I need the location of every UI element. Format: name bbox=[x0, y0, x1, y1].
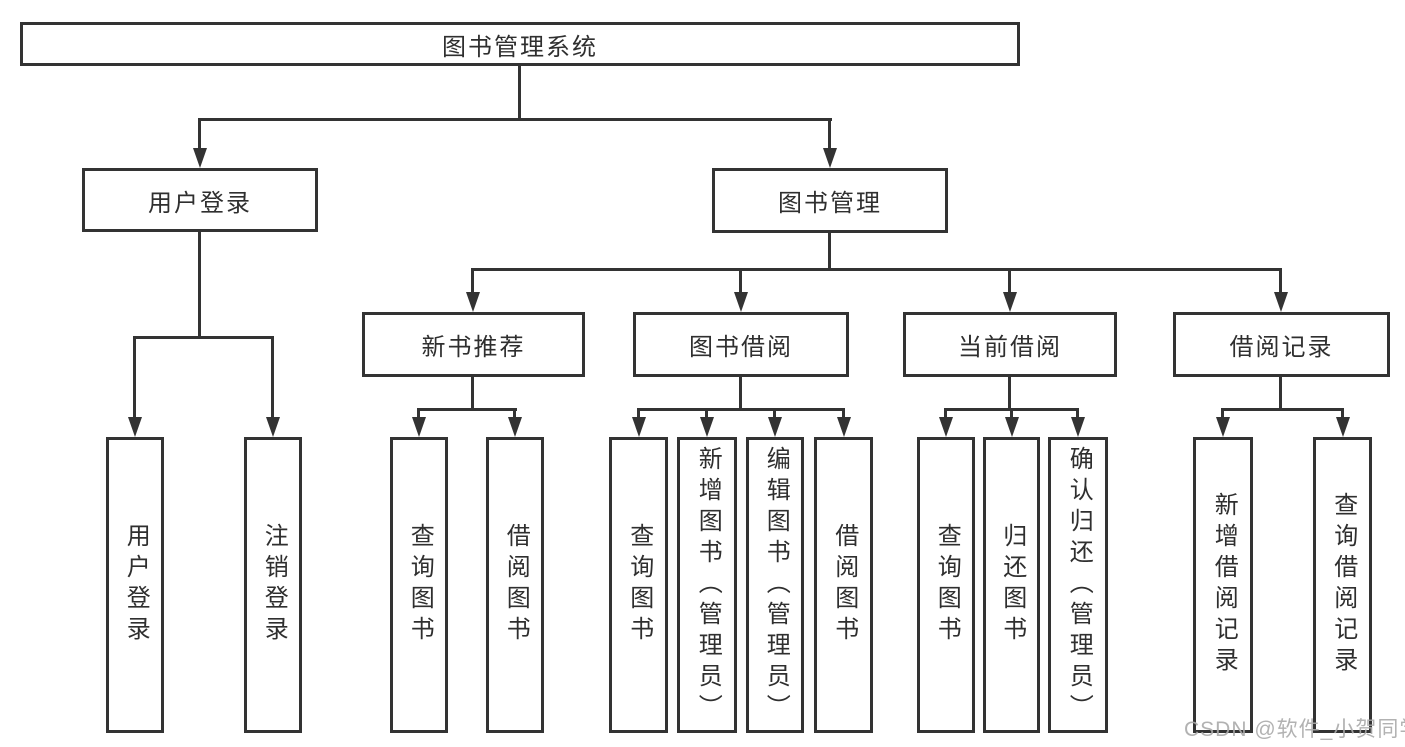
connector-drop-user-login bbox=[198, 118, 201, 150]
connector-drop-leaf bbox=[417, 408, 420, 420]
node-book-borrowing: 图书借阅 bbox=[633, 312, 849, 377]
connector-current-stub bbox=[1008, 375, 1011, 410]
leaf-confirm-return-admin: 确认归还（管理员） bbox=[1048, 437, 1108, 733]
node-book-management: 图书管理 bbox=[712, 168, 948, 233]
leaf-label: 确认归还（管理员） bbox=[1065, 445, 1093, 725]
connector-drop-leaf bbox=[1076, 408, 1079, 420]
leaf-label: 借阅图书 bbox=[830, 523, 858, 647]
leaf-add-borrow-record: 新增借阅记录 bbox=[1193, 437, 1253, 733]
leaf-add-books-admin: 新增图书（管理员） bbox=[677, 437, 737, 733]
connector-drop-leaf bbox=[773, 408, 776, 420]
leaf-logout: 注销登录 bbox=[244, 437, 302, 733]
arrow-down-icon bbox=[1274, 292, 1288, 312]
leaf-label: 查询图书 bbox=[406, 523, 434, 647]
node-label: 图书管理 bbox=[778, 190, 882, 217]
leaf-edit-books-admin: 编辑图书（管理员） bbox=[746, 437, 804, 733]
arrow-down-icon bbox=[1071, 417, 1085, 437]
node-label: 新书推荐 bbox=[421, 334, 526, 361]
leaf-query-books-recommend: 查询图书 bbox=[390, 437, 448, 733]
arrow-down-icon bbox=[508, 417, 522, 437]
connector-drop-leaf bbox=[1221, 408, 1224, 420]
arrow-down-icon bbox=[823, 148, 837, 168]
connector-drop-book-management bbox=[828, 118, 831, 150]
connector-drop-leaf bbox=[944, 408, 947, 420]
leaf-query-books-current: 查询图书 bbox=[917, 437, 975, 733]
leaf-label: 归还图书 bbox=[998, 523, 1026, 647]
leaf-label: 查询图书 bbox=[625, 523, 653, 647]
leaf-label: 新增借阅记录 bbox=[1210, 492, 1238, 678]
connector-drop-leaf bbox=[842, 408, 845, 420]
connector-recommend-bus bbox=[418, 408, 517, 411]
connector-borrowing-bus bbox=[637, 408, 845, 411]
leaf-return-books: 归还图书 bbox=[983, 437, 1040, 733]
connector-drop-level3 bbox=[1008, 268, 1011, 296]
leaf-label: 查询借阅记录 bbox=[1329, 492, 1357, 678]
connector-user-login-bus bbox=[134, 336, 274, 339]
connector-recommend-stub bbox=[471, 375, 474, 410]
node-root-library-management-system: 图书管理系统 bbox=[20, 22, 1020, 66]
connector-drop-level3 bbox=[1279, 268, 1282, 296]
node-user-login: 用户登录 bbox=[82, 168, 318, 232]
leaf-label: 新增图书（管理员） bbox=[694, 445, 722, 725]
node-current-borrowing: 当前借阅 bbox=[903, 312, 1117, 377]
node-label: 用户登录 bbox=[148, 189, 252, 217]
arrow-down-icon bbox=[412, 417, 426, 437]
node-label: 借阅记录 bbox=[1229, 334, 1334, 361]
arrow-down-icon bbox=[128, 417, 142, 437]
arrow-down-icon bbox=[266, 417, 280, 437]
arrow-down-icon bbox=[1336, 417, 1350, 437]
arrow-down-icon bbox=[466, 292, 480, 312]
leaf-query-borrow-record: 查询借阅记录 bbox=[1313, 437, 1372, 733]
arrow-down-icon bbox=[1003, 292, 1017, 312]
connector-drop-leaf bbox=[271, 336, 274, 420]
arrow-down-icon bbox=[768, 417, 782, 437]
node-borrowing-records: 借阅记录 bbox=[1173, 312, 1390, 377]
arrow-down-icon bbox=[700, 417, 714, 437]
connector-drop-leaf bbox=[133, 336, 136, 420]
node-label: 图书借阅 bbox=[689, 334, 793, 361]
connector-drop-leaf bbox=[1010, 408, 1013, 420]
leaf-label: 借阅图书 bbox=[502, 523, 530, 647]
leaf-label: 注销登录 bbox=[260, 523, 288, 647]
connector-drop-leaf bbox=[637, 408, 640, 420]
connector-level3-bus bbox=[472, 268, 1282, 271]
connector-user-login-stub bbox=[198, 229, 201, 339]
node-label: 图书管理系统 bbox=[442, 33, 598, 61]
connector-drop-leaf bbox=[1341, 408, 1344, 420]
leaf-borrow-books-borrowing: 借阅图书 bbox=[814, 437, 873, 733]
leaf-label: 编辑图书（管理员） bbox=[762, 445, 790, 725]
connector-drop-leaf bbox=[513, 408, 516, 420]
leaf-label: 查询图书 bbox=[933, 523, 961, 647]
connector-level2-bus bbox=[198, 118, 832, 121]
arrow-down-icon bbox=[1005, 417, 1019, 437]
connector-records-bus bbox=[1222, 408, 1344, 411]
arrow-down-icon bbox=[1216, 417, 1230, 437]
connector-borrowing-stub bbox=[739, 375, 742, 410]
arrow-down-icon bbox=[632, 417, 646, 437]
connector-drop-level3 bbox=[471, 268, 474, 296]
connector-root-stub bbox=[518, 64, 521, 121]
connector-records-stub bbox=[1279, 375, 1282, 410]
connector-drop-level3 bbox=[739, 268, 742, 296]
arrow-down-icon bbox=[193, 148, 207, 168]
leaf-borrow-books-recommend: 借阅图书 bbox=[486, 437, 544, 733]
csdn-watermark: CSDN @软件_小贺同学 bbox=[1184, 718, 1405, 741]
leaf-query-books-borrowing: 查询图书 bbox=[609, 437, 668, 733]
node-label: 当前借阅 bbox=[958, 334, 1062, 361]
connector-book-management-stub bbox=[828, 231, 831, 271]
node-new-book-recommend: 新书推荐 bbox=[362, 312, 585, 377]
leaf-label: 用户登录 bbox=[122, 523, 150, 647]
arrow-down-icon bbox=[734, 292, 748, 312]
leaf-user-login: 用户登录 bbox=[106, 437, 164, 733]
connector-drop-leaf bbox=[705, 408, 708, 420]
arrow-down-icon bbox=[837, 417, 851, 437]
arrow-down-icon bbox=[939, 417, 953, 437]
